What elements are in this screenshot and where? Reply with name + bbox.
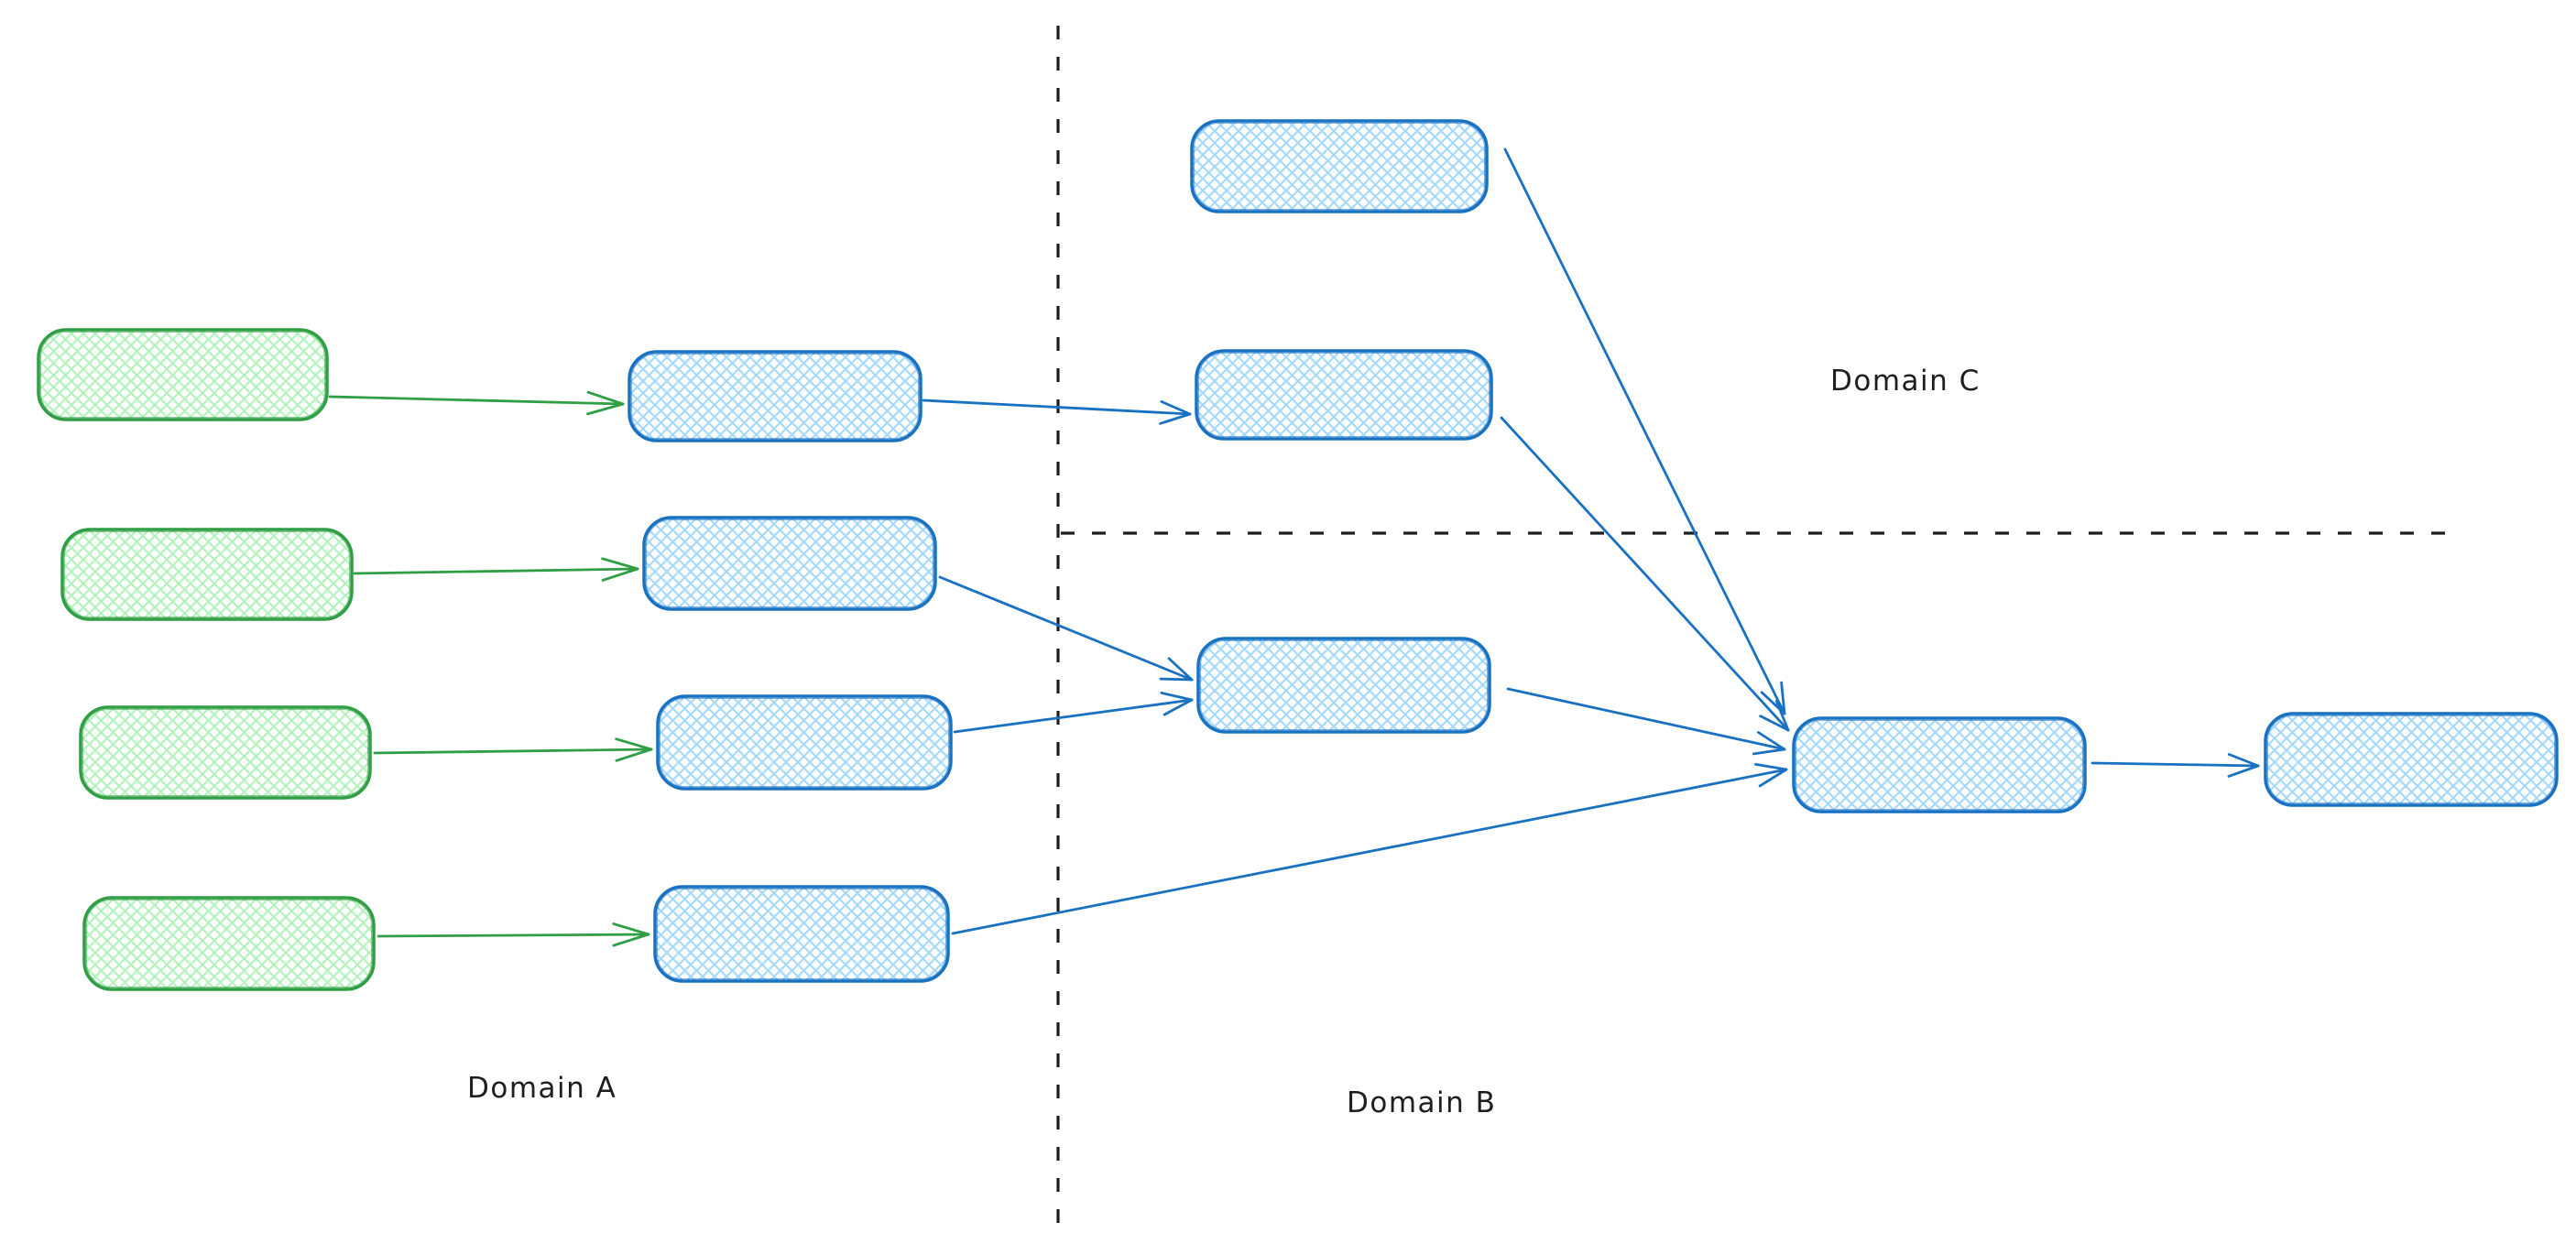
edge-green-2-to-a2 bbox=[353, 557, 639, 582]
green-node-4[interactable] bbox=[82, 896, 376, 991]
blue-node-a2[interactable] bbox=[642, 516, 937, 611]
blue-node-b-left[interactable] bbox=[1196, 637, 1491, 734]
edge-green-1-to-a1 bbox=[328, 390, 625, 416]
blue-node-c-top[interactable] bbox=[1190, 119, 1489, 213]
edge-a4-to-hub bbox=[951, 762, 1788, 935]
edge-a2-to-b-left bbox=[938, 575, 1194, 682]
edge-c-top-to-hub bbox=[1503, 147, 1786, 715]
blue-node-hub[interactable] bbox=[1792, 716, 2087, 813]
edge-c-mid-to-hub bbox=[1500, 416, 1790, 732]
edge-b-left-to-hub bbox=[1506, 687, 1786, 756]
domain-c-label: Domain C bbox=[1830, 365, 1981, 398]
green-node-3[interactable] bbox=[79, 705, 372, 800]
green-node-2[interactable] bbox=[60, 528, 354, 621]
domain-a-label: Domain A bbox=[467, 1072, 617, 1105]
blue-node-a3[interactable] bbox=[656, 694, 953, 791]
blue-node-output[interactable] bbox=[2264, 712, 2559, 807]
edge-green-4-to-a4 bbox=[377, 922, 650, 947]
edge-a3-to-b-left bbox=[953, 691, 1194, 734]
edge-a1-to-c-mid bbox=[922, 398, 1192, 425]
domain-b-label: Domain B bbox=[1347, 1086, 1497, 1119]
blue-node-a4[interactable] bbox=[653, 885, 950, 983]
edge-green-3-to-a3 bbox=[373, 737, 653, 762]
blue-node-c-mid[interactable] bbox=[1195, 349, 1493, 441]
green-node-1[interactable] bbox=[37, 328, 329, 421]
edge-hub-to-output bbox=[2090, 753, 2260, 778]
blue-node-a1[interactable] bbox=[628, 350, 922, 442]
